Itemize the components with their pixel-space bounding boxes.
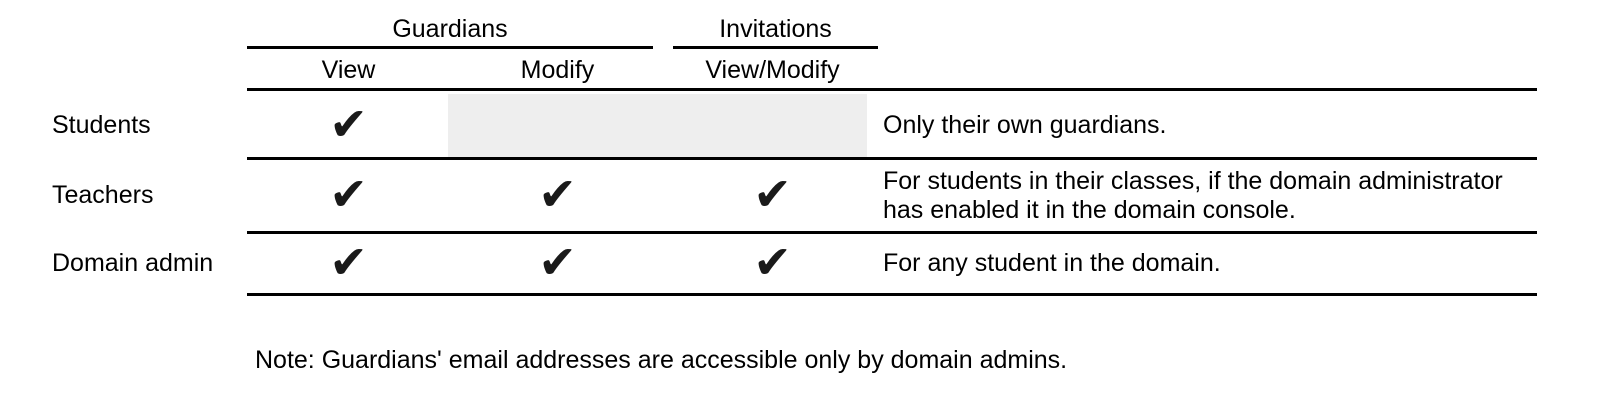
column-header-modify: Modify [520, 55, 595, 84]
column-group-invitations: Invitations [665, 8, 880, 49]
column-group-guardians-underline: Guardians [247, 8, 653, 49]
note-line: has enabled it in the domain console. [883, 195, 1296, 224]
row-label-domain-admin: Domain admin [52, 249, 214, 277]
cell-domain-admin-guardians-modify: ✔ [450, 234, 665, 293]
column-group-header-row: Guardians Invitations [0, 8, 1600, 49]
cell-teachers-invitations-view-modify: ✔ [665, 160, 880, 231]
column-header-view-modify: View/Modify [705, 55, 840, 84]
check-icon: ✔ [329, 234, 368, 289]
note-line: For any student in the domain. [883, 249, 1221, 277]
table-rule-bottom [247, 293, 1537, 296]
note-line: Only their own guardians. [883, 111, 1167, 139]
table-rule-after-teachers [247, 231, 1537, 234]
column-header-row: View Modify View/Modify [0, 49, 1600, 91]
column-group-invitations-underline: Invitations [673, 8, 878, 49]
check-icon: ✔ [753, 234, 792, 289]
row-label-teachers: Teachers [52, 181, 154, 209]
table-row-domain-admin: Domain admin ✔ ✔ ✔ For any student in th… [0, 234, 1600, 293]
check-icon: ✔ [329, 166, 368, 221]
cell-teachers-note: For students in their classes, if the do… [883, 160, 1538, 231]
cell-domain-admin-note: For any student in the domain. [883, 234, 1538, 293]
cell-students-guardians-view: ✔ [247, 94, 450, 157]
column-group-guardians: Guardians [247, 8, 665, 49]
column-header-view: View [321, 55, 376, 84]
cell-domain-admin-invitations-view-modify: ✔ [665, 234, 880, 293]
students-disabled-cells [448, 94, 867, 157]
table-rule-header [247, 88, 1537, 91]
table-rule-after-students [247, 157, 1537, 160]
note-line: For students in their classes, if the do… [883, 166, 1503, 195]
check-icon: ✔ [329, 96, 368, 151]
row-label-students: Students [52, 111, 151, 139]
check-icon: ✔ [538, 234, 577, 289]
table-row-teachers: Teachers ✔ ✔ ✔ For students in their cla… [0, 160, 1600, 231]
check-icon: ✔ [753, 166, 792, 221]
cell-teachers-guardians-view: ✔ [247, 160, 450, 231]
cell-teachers-guardians-modify: ✔ [450, 160, 665, 231]
check-icon: ✔ [538, 166, 577, 221]
table-row-students: Students ✔ Only their own guardians. [0, 94, 1600, 157]
cell-domain-admin-guardians-view: ✔ [247, 234, 450, 293]
column-group-guardians-label: Guardians [392, 14, 508, 43]
column-group-invitations-label: Invitations [719, 14, 832, 43]
cell-students-note: Only their own guardians. [883, 94, 1538, 157]
footnote: Note: Guardians' email addresses are acc… [255, 346, 1068, 374]
